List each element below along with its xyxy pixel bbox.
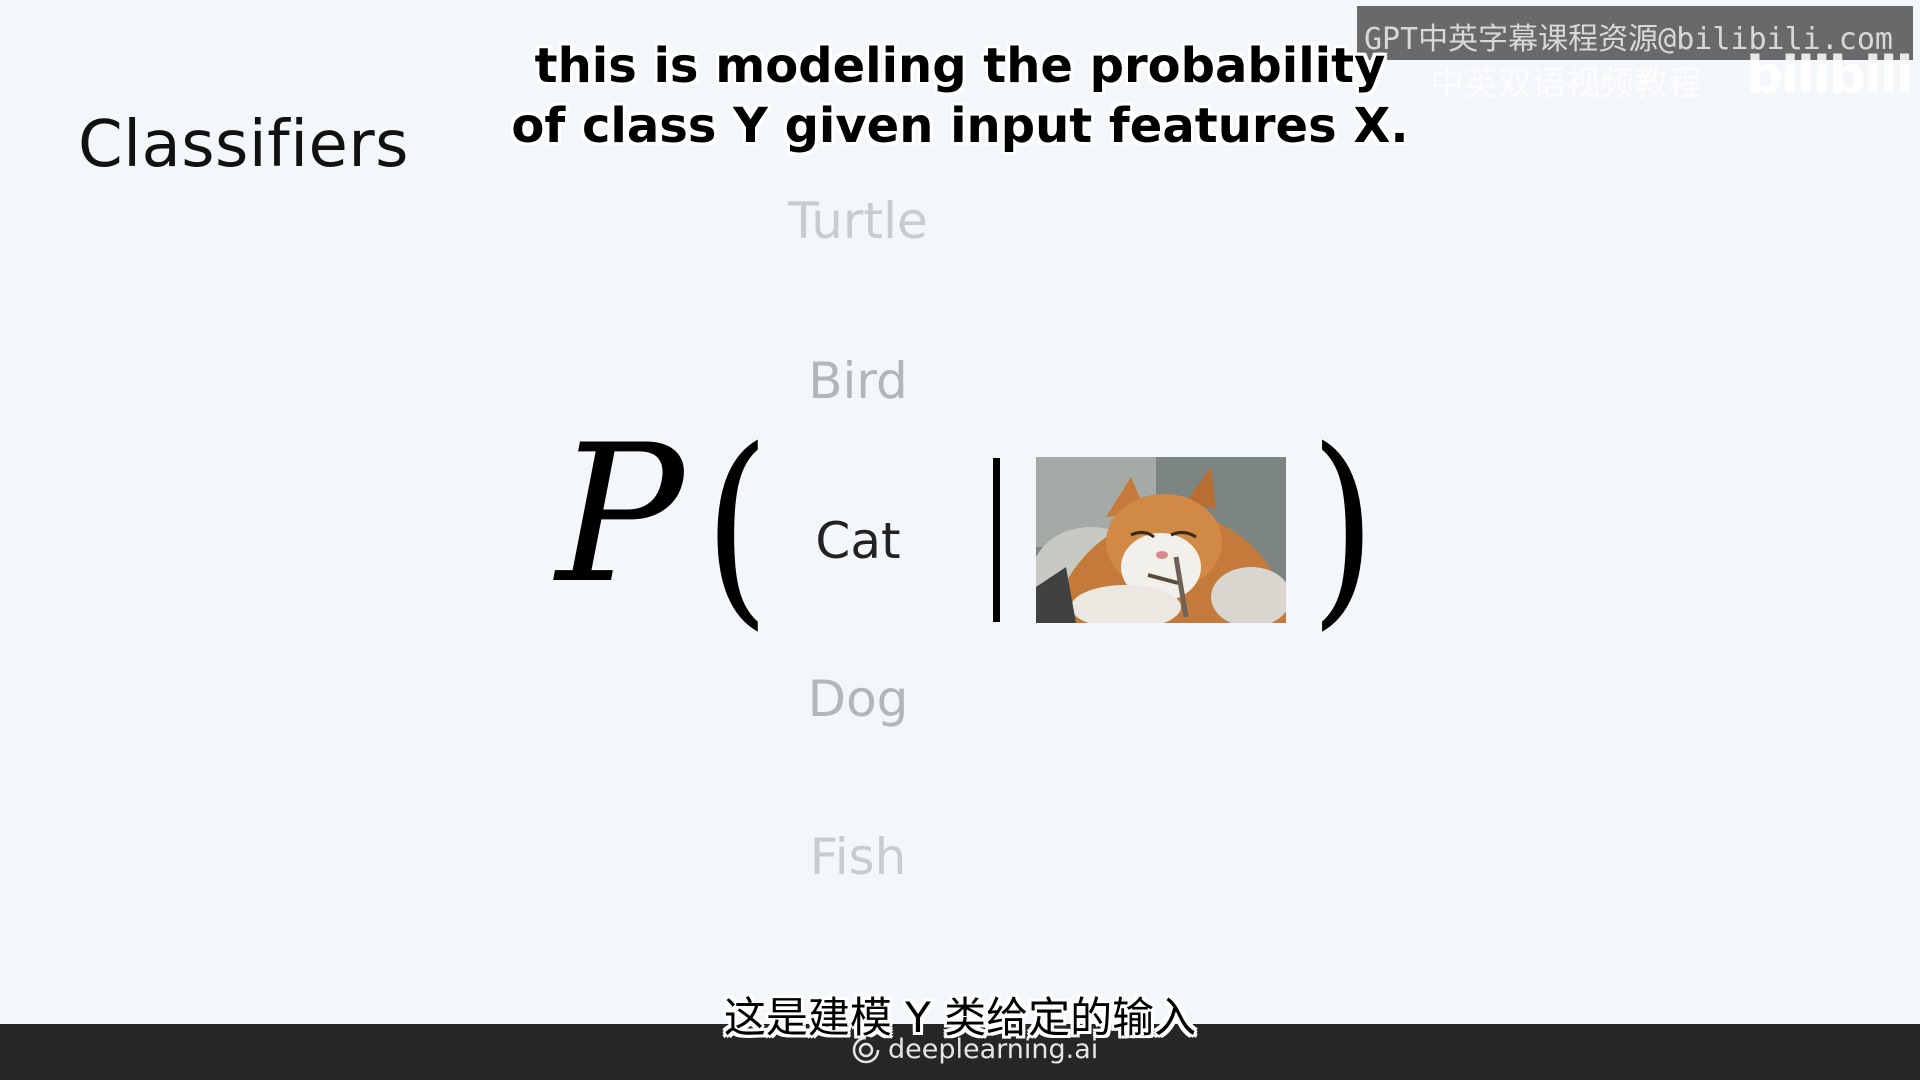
footer-bar xyxy=(0,1024,1920,1080)
probability-symbol: P xyxy=(556,404,684,625)
conditional-bar xyxy=(993,458,1000,622)
class-label-bird: Bird xyxy=(808,352,908,410)
bilibili-logo: bilibili xyxy=(1746,46,1913,106)
deeplearning-logo-icon xyxy=(852,1036,880,1063)
watermark-subtext: 中英双语视频教程 xyxy=(1430,64,1702,104)
english-subtitle: this is modeling the probability of clas… xyxy=(460,36,1460,156)
slide-title: Classifiers xyxy=(78,108,409,182)
class-label-turtle: Turtle xyxy=(788,192,928,250)
chinese-subtitle: 这是建模 Y 类给定的输入 xyxy=(723,993,1197,1042)
cat-photo-illustration xyxy=(1036,457,1286,623)
watermark-text: GPT中英字幕课程资源@bilibili.com xyxy=(1364,22,1893,57)
watermark-banner xyxy=(1357,6,1913,60)
brand: deeplearning.ai xyxy=(852,1034,1098,1065)
brand-name: deeplearning.ai xyxy=(888,1034,1099,1065)
right-parenthesis: ) xyxy=(1310,404,1376,649)
class-label-fish: Fish xyxy=(809,828,907,886)
cat-photo xyxy=(1036,457,1286,623)
class-label-cat: Cat xyxy=(815,512,901,570)
english-subtitle-line-1: this is modeling the probability xyxy=(534,38,1386,94)
class-label-dog: Dog xyxy=(807,670,909,728)
english-subtitle-line-2: of class Y given input features X. xyxy=(511,98,1409,154)
left-parenthesis: ( xyxy=(704,404,770,649)
